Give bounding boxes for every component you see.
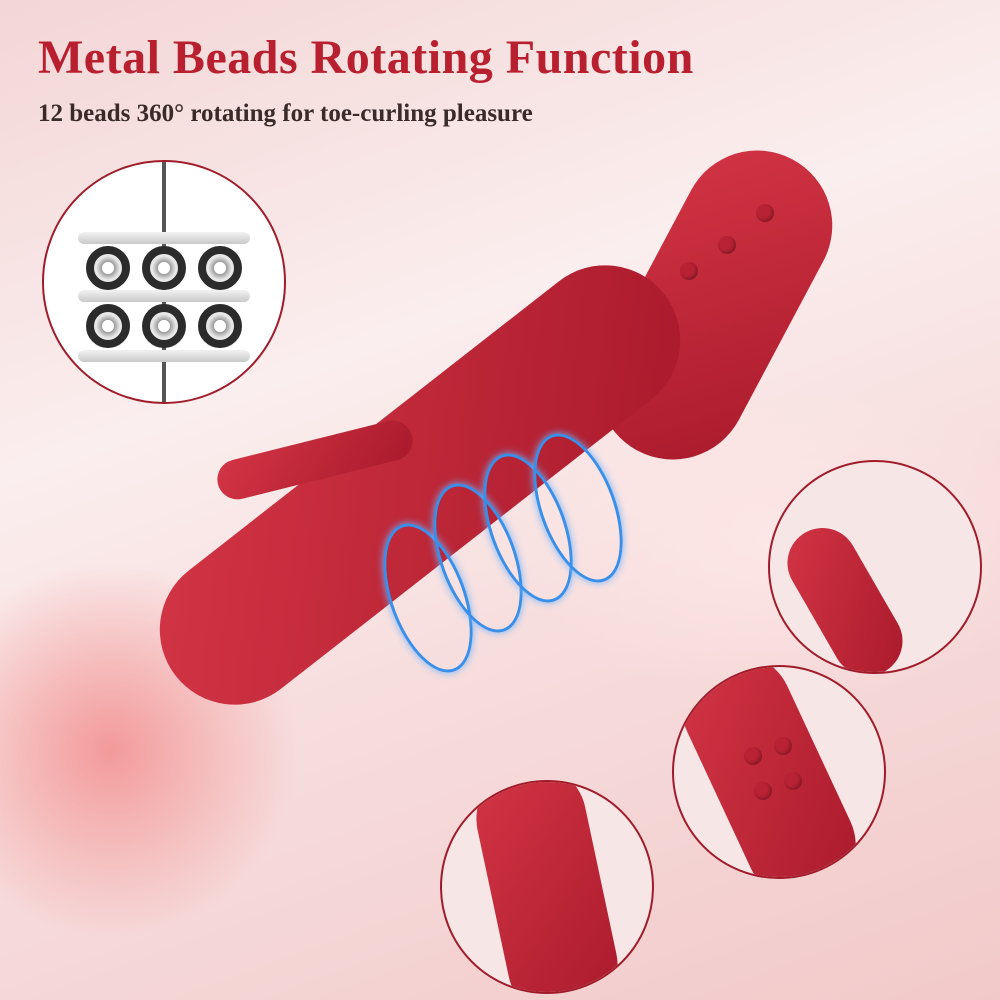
bead-icon (198, 304, 242, 348)
bead-disc (78, 350, 250, 362)
bead-bump (754, 782, 772, 800)
detail-inset-tip (768, 460, 982, 674)
page-title: Metal Beads Rotating Function (38, 31, 694, 84)
detail-shape (466, 782, 628, 992)
bead-disc (78, 232, 250, 244)
control-button (718, 236, 736, 254)
control-button (680, 262, 698, 280)
bead-bump (784, 772, 802, 790)
detail-inset-beads (672, 665, 886, 879)
bead-disc (78, 290, 250, 302)
bead-icon (86, 246, 130, 290)
bead-bump (774, 737, 792, 755)
bead-icon (142, 304, 186, 348)
bead-bump (744, 747, 762, 765)
page-subtitle: 12 beads 360° rotating for toe-curling p… (38, 100, 533, 127)
detail-shape (674, 667, 874, 877)
bead-icon (86, 304, 130, 348)
control-button (756, 204, 774, 222)
metal-beads-inset (42, 160, 286, 404)
bead-icon (142, 246, 186, 290)
bead-icon (198, 246, 242, 290)
detail-inset-ribbed (440, 780, 654, 994)
